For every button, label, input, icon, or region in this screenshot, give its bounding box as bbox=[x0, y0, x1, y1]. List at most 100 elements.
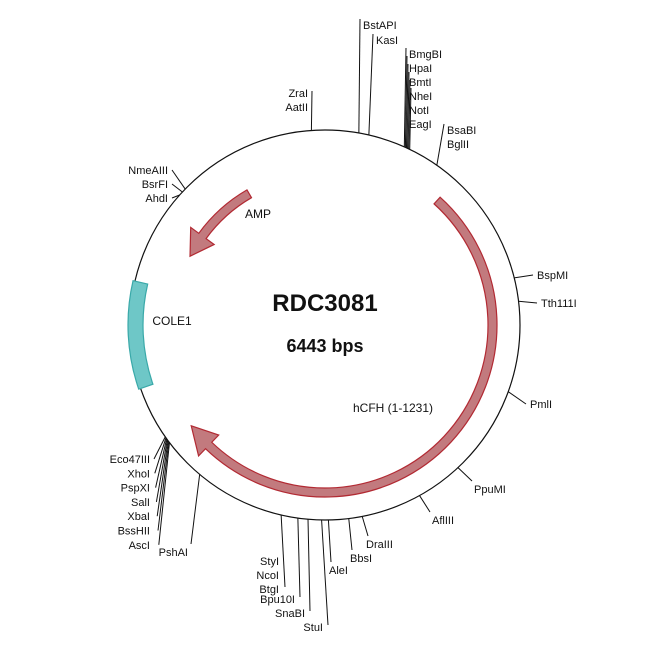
site-tick bbox=[327, 519, 332, 563]
site-group-right-1: BspMI bbox=[514, 270, 568, 282]
site-group-bottom-7: StyI NcoI BtgI bbox=[256, 514, 286, 596]
site-group-bottom-5: SnaBI bbox=[275, 519, 311, 620]
site-tick bbox=[514, 274, 534, 279]
feature-cole1[interactable] bbox=[127, 279, 154, 390]
site-tick bbox=[156, 440, 169, 517]
site-tick bbox=[153, 436, 166, 460]
site-label-kasi[interactable]: KasI bbox=[376, 35, 398, 47]
site-group-bottom-1: DraIII bbox=[361, 516, 393, 551]
site-group-bottom-4: StuI bbox=[303, 519, 329, 634]
site-tick bbox=[158, 442, 170, 545]
site-tick bbox=[405, 63, 409, 148]
site-tick bbox=[297, 518, 301, 598]
site-label-draiii[interactable]: DraIII bbox=[366, 539, 393, 551]
site-group-bottom-2: BbsI bbox=[348, 518, 372, 565]
site-tick bbox=[280, 514, 286, 588]
site-label-ahdi[interactable]: AhdI bbox=[145, 193, 168, 205]
site-label-nhei[interactable]: NheI bbox=[409, 91, 432, 103]
site-tick bbox=[321, 519, 329, 626]
site-tick bbox=[154, 437, 167, 474]
site-tick bbox=[409, 87, 412, 150]
site-tick bbox=[368, 33, 374, 136]
site-tick bbox=[190, 474, 201, 545]
site-label-bglii[interactable]: BglII bbox=[447, 139, 469, 151]
site-label-pmli[interactable]: PmlI bbox=[530, 399, 552, 411]
site-group-bottom-6: Bpu10I bbox=[260, 518, 301, 606]
site-group-top-3: BmgBI HpaI BmtI NheI NotI EagI bbox=[403, 47, 442, 150]
site-label-bsshii[interactable]: BssHII bbox=[118, 526, 150, 538]
site-label-stui[interactable]: StuI bbox=[303, 622, 323, 634]
site-tick bbox=[307, 519, 311, 612]
site-group-bottom-left-2: Eco47III XhoI PspXI SalI XbaI BssHII AscI bbox=[110, 436, 170, 552]
site-label-ppumi[interactable]: PpuMI bbox=[474, 484, 506, 496]
site-label-aatii[interactable]: AatII bbox=[285, 102, 308, 114]
site-label-asci[interactable]: AscI bbox=[129, 540, 150, 552]
site-tick bbox=[155, 438, 168, 488]
site-label-sali[interactable]: SalI bbox=[131, 497, 150, 509]
site-tick bbox=[348, 518, 353, 551]
site-label-btgi[interactable]: BtgI bbox=[259, 584, 279, 596]
site-group-top-2: KasI bbox=[368, 33, 398, 136]
site-group-bottom-left-1: PshAI bbox=[159, 474, 201, 559]
feature-label: COLE1 bbox=[152, 314, 192, 328]
site-tick bbox=[358, 18, 361, 133]
site-tick bbox=[310, 90, 313, 131]
site-label-nmeaiii[interactable]: NmeAIII bbox=[128, 165, 168, 177]
site-label-styi[interactable]: StyI bbox=[260, 556, 279, 568]
site-tick bbox=[403, 47, 407, 147]
site-tick bbox=[155, 439, 168, 502]
site-label-bmgbi[interactable]: BmgBI bbox=[409, 49, 442, 61]
site-label-noti[interactable]: NotI bbox=[409, 105, 429, 117]
site-group-top-left: ZraI AatII bbox=[285, 88, 313, 131]
site-group-bottom-right-2: AflIII bbox=[419, 495, 454, 527]
site-label-tth111i[interactable]: Tth111I bbox=[541, 298, 577, 310]
plasmid-name: RDC3081 bbox=[272, 290, 377, 317]
site-tick bbox=[518, 300, 538, 304]
site-group-bottom-right-1: PpuMI bbox=[457, 467, 506, 496]
feature-amp[interactable] bbox=[189, 189, 253, 258]
site-label-bpu10i[interactable]: Bpu10I bbox=[260, 594, 295, 606]
site-label-eagi[interactable]: EagI bbox=[409, 119, 432, 131]
site-tick bbox=[407, 71, 410, 149]
site-label-xbai[interactable]: XbaI bbox=[127, 511, 150, 523]
site-label-zrai[interactable]: ZraI bbox=[288, 88, 308, 100]
site-label-bmti[interactable]: BmtI bbox=[409, 77, 432, 89]
feature-label: hCFH (1-1231) bbox=[353, 401, 433, 415]
site-label-bsrfi[interactable]: BsrFI bbox=[142, 179, 168, 191]
site-tick bbox=[171, 183, 183, 193]
restriction-sites-layer: ZraI AatII BstAPI KasI BmgBI HpaI BmtI NheI NotI… bbox=[110, 18, 577, 634]
site-tick bbox=[408, 79, 411, 149]
feature-hcfh-1-1231[interactable] bbox=[190, 196, 498, 498]
site-group-bottom-3: AleI bbox=[327, 519, 348, 577]
plasmid-size: 6443 bps bbox=[286, 336, 363, 356]
site-tick bbox=[507, 391, 527, 405]
site-tick bbox=[157, 441, 170, 531]
site-label-eco47iii[interactable]: Eco47III bbox=[110, 454, 150, 466]
site-label-hpai[interactable]: HpaI bbox=[409, 63, 432, 75]
site-label-pspxi[interactable]: PspXI bbox=[121, 483, 150, 495]
site-label-alei[interactable]: AleI bbox=[329, 565, 348, 577]
site-tick bbox=[171, 169, 186, 190]
feature-label: AMP bbox=[245, 207, 271, 221]
site-tick bbox=[457, 467, 473, 482]
site-label-pshai[interactable]: PshAI bbox=[159, 547, 188, 559]
site-label-afliii[interactable]: AflIII bbox=[432, 515, 454, 527]
site-group-right-3: PmlI bbox=[507, 391, 552, 411]
site-label-snabi[interactable]: SnaBI bbox=[275, 608, 305, 620]
site-group-top-left-2: NmeAIII BsrFI AhdI bbox=[128, 165, 186, 205]
site-label-bstapi[interactable]: BstAPI bbox=[363, 20, 397, 32]
site-label-bspmi[interactable]: BspMI bbox=[537, 270, 568, 282]
site-group-top-4: BsaBI BglII bbox=[436, 123, 476, 166]
site-tick bbox=[361, 516, 369, 537]
site-group-right-2: Tth111I bbox=[518, 298, 577, 310]
site-label-ncoi[interactable]: NcoI bbox=[256, 570, 279, 582]
site-tick bbox=[419, 495, 431, 513]
site-label-bbsi[interactable]: BbsI bbox=[350, 553, 372, 565]
site-label-bsabi[interactable]: BsaBI bbox=[447, 125, 476, 137]
site-tick bbox=[404, 55, 408, 148]
site-label-xhoi[interactable]: XhoI bbox=[127, 468, 150, 480]
features-layer: AMP hCFH (1-1231) COLE1 bbox=[127, 189, 498, 498]
site-tick bbox=[171, 194, 180, 199]
site-tick bbox=[436, 123, 445, 166]
